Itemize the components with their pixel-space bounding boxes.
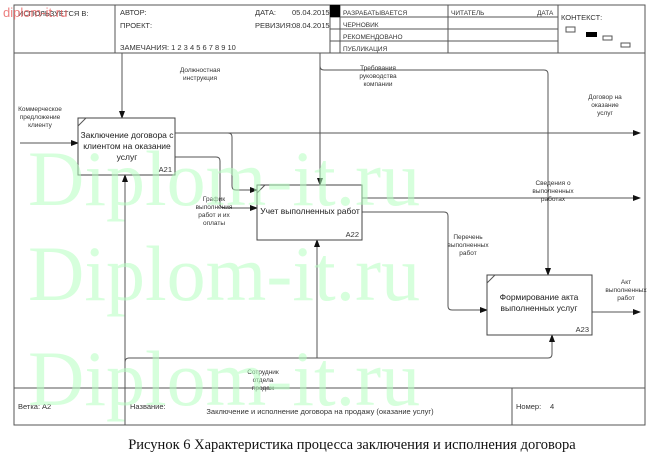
node-value: А2: [42, 402, 51, 411]
reader-date-label: ДАТА: [537, 10, 554, 17]
arrow-control2-branch: [319, 65, 551, 276]
figure-caption: Рисунок 6 Характеристика процесса заключ…: [128, 437, 576, 453]
revision-label: РЕВИЗИЯ:: [255, 21, 293, 30]
diagram-frame: [13, 4, 646, 426]
arrows: [20, 53, 641, 388]
status-draft: ЧЕРНОВИК: [343, 22, 379, 29]
box-a22-id: A22: [346, 230, 359, 239]
number-value: 4: [550, 402, 554, 411]
diagram-title: Заключение и исполнение договора на прод…: [206, 407, 434, 416]
status-working: РАЗРАБАТЫВАЕТСЯ: [343, 10, 407, 17]
revision-value: 08.04.2015: [292, 21, 330, 30]
arrow-schedule: [175, 156, 258, 211]
reader-label: ЧИТАТЕЛЬ: [451, 10, 484, 17]
svg-text:Diplom-it.ru: Diplom-it.ru: [28, 230, 420, 317]
svg-text:Diplom-it.ru: Diplom-it.ru: [28, 335, 420, 422]
context-label: КОНТЕКСТ:: [561, 13, 602, 22]
svg-text:Diplom-it.ru: Diplom-it.ru: [28, 135, 420, 222]
status-recommended: РЕКОМЕНДОВАНО: [343, 34, 403, 41]
node-label: Ветка:: [18, 402, 40, 411]
arrow-mechanism-a23: [124, 334, 555, 363]
box-a21-id: A21: [159, 165, 172, 174]
svg-text:diplom-it.ru: diplom-it.ru: [3, 5, 67, 20]
status-marker: [330, 5, 340, 17]
arrow-list: [362, 211, 488, 313]
title-label: Название:: [130, 402, 166, 411]
box-a22-title: Учет выполненных работ: [260, 206, 360, 216]
activity-box-a22[interactable]: Учет выполненных работ A22: [256, 184, 363, 241]
number-label: Номер:: [516, 402, 541, 411]
used-in-label: ИСПОЛЬЗУЕТСЯ В:: [18, 9, 89, 18]
project-label: ПРОЕКТ:: [120, 21, 152, 30]
arrow-contract-branch: [227, 132, 258, 193]
status-publication: ПУБЛИКАЦИЯ: [343, 46, 388, 53]
date-label: ДАТА:: [255, 8, 276, 17]
context-map-icon: [565, 26, 631, 48]
date-value: 05.04.2015: [292, 8, 330, 17]
box-a23-id: A23: [576, 325, 589, 334]
watermark: Diplom-it.ru Diplom-it.ru Diplom-it.ru d…: [3, 5, 420, 422]
author-label: АВТОР:: [120, 8, 147, 17]
notes-label: ЗАМЕЧАНИЯ: 1 2 3 4 5 6 7 8 9 10: [120, 43, 236, 52]
